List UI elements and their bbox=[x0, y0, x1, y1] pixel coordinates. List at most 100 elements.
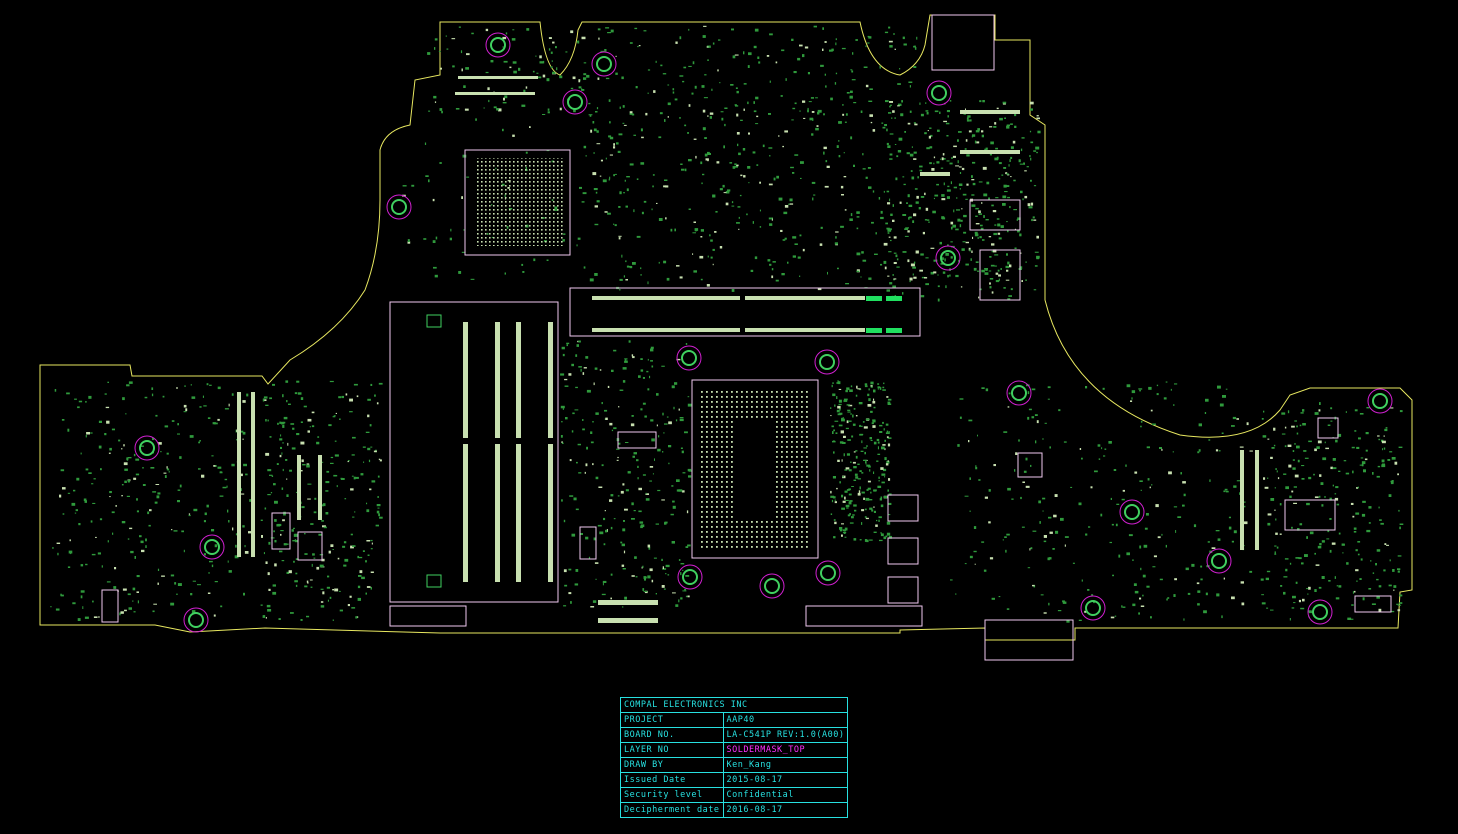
smd-pad bbox=[451, 38, 456, 40]
smd-pad bbox=[1035, 146, 1040, 150]
smd-pad bbox=[366, 540, 371, 542]
smd-pad bbox=[224, 408, 229, 410]
smd-pad bbox=[1308, 440, 1312, 443]
smd-pad bbox=[836, 145, 839, 148]
smd-pad bbox=[286, 571, 289, 574]
smd-pad bbox=[330, 544, 334, 547]
smd-pad bbox=[427, 52, 431, 55]
smd-pad bbox=[610, 573, 613, 576]
smd-pad bbox=[1168, 471, 1172, 475]
smd-pad bbox=[667, 84, 670, 86]
smd-pad bbox=[1376, 475, 1380, 478]
smd-pad bbox=[155, 414, 158, 417]
smd-pad bbox=[980, 224, 983, 227]
smd-pad bbox=[559, 107, 562, 111]
smd-pad bbox=[95, 536, 97, 538]
smd-pad bbox=[847, 411, 851, 413]
smd-pad bbox=[611, 369, 614, 372]
smd-pad bbox=[856, 385, 858, 389]
smd-pad bbox=[569, 495, 574, 497]
smd-pad bbox=[902, 176, 905, 178]
smd-pad bbox=[1224, 488, 1228, 491]
smd-pad bbox=[655, 523, 659, 525]
smd-pad bbox=[932, 210, 936, 214]
smd-pad bbox=[1318, 495, 1321, 498]
row-value: Confidential bbox=[722, 787, 849, 803]
smd-pad bbox=[555, 46, 557, 49]
smd-pad bbox=[301, 506, 305, 509]
smd-pad bbox=[295, 558, 299, 560]
smd-pad bbox=[1022, 198, 1024, 201]
smd-pad bbox=[1353, 527, 1357, 530]
smd-pad bbox=[269, 474, 273, 476]
smd-pad bbox=[844, 121, 847, 123]
smd-pad bbox=[1383, 435, 1385, 437]
smd-pad bbox=[989, 286, 992, 289]
smd-pad bbox=[513, 70, 517, 74]
smd-pad bbox=[833, 429, 835, 432]
smd-pad bbox=[441, 110, 443, 114]
smd-pad bbox=[1030, 464, 1032, 467]
smd-pad bbox=[274, 540, 277, 543]
smd-pad bbox=[641, 566, 643, 569]
smd-pad bbox=[1005, 265, 1009, 269]
smd-pad bbox=[692, 253, 694, 255]
smd-pad bbox=[349, 595, 352, 598]
smd-pad bbox=[625, 205, 628, 208]
smd-pad bbox=[937, 129, 940, 132]
smd-pad bbox=[1328, 580, 1331, 582]
smd-pad bbox=[602, 582, 604, 586]
smd-pad bbox=[1265, 577, 1269, 581]
smd-pad bbox=[260, 604, 263, 606]
smd-pad bbox=[899, 68, 901, 70]
smd-pad bbox=[925, 207, 929, 211]
smd-pad bbox=[844, 496, 846, 500]
smd-pad bbox=[950, 181, 952, 185]
smd-pad bbox=[1139, 545, 1142, 549]
smd-pad bbox=[819, 243, 823, 246]
smd-pad bbox=[351, 475, 354, 477]
smd-pad bbox=[1100, 513, 1103, 517]
smd-pad bbox=[885, 463, 889, 466]
smd-pad bbox=[585, 155, 587, 157]
smd-pad bbox=[1390, 480, 1393, 483]
smd-pad bbox=[769, 155, 771, 157]
smd-pad bbox=[958, 166, 962, 168]
smd-pad bbox=[300, 470, 303, 472]
smd-pad bbox=[685, 575, 690, 577]
smd-pad bbox=[929, 162, 932, 165]
smd-pad bbox=[145, 545, 147, 548]
smd-pad bbox=[955, 165, 959, 167]
smd-pad bbox=[844, 209, 847, 211]
smd-pad bbox=[1267, 438, 1270, 440]
smd-pad bbox=[1146, 585, 1150, 588]
smd-pad bbox=[1368, 506, 1372, 509]
smd-pad bbox=[561, 441, 563, 443]
smd-pad bbox=[127, 457, 132, 459]
smd-pad bbox=[864, 383, 868, 386]
smd-pad bbox=[90, 432, 93, 434]
smd-pad bbox=[731, 201, 734, 204]
smd-pad bbox=[984, 272, 989, 275]
smd-pad bbox=[633, 510, 636, 512]
smd-pad bbox=[886, 521, 891, 525]
smd-pad bbox=[312, 553, 315, 556]
smd-pad bbox=[855, 415, 858, 417]
smd-pad bbox=[622, 380, 626, 383]
smd-pad bbox=[294, 539, 298, 543]
smd-pad bbox=[133, 611, 136, 613]
smd-pad bbox=[640, 267, 642, 270]
smd-pad bbox=[1284, 445, 1287, 448]
smd-pad bbox=[609, 422, 613, 426]
row-value: Ken_Kang bbox=[722, 757, 849, 773]
smd-pad bbox=[1144, 527, 1148, 530]
smd-pad bbox=[471, 32, 474, 35]
smd-pad bbox=[311, 411, 315, 414]
smd-pad bbox=[378, 458, 381, 460]
smd-pad bbox=[640, 128, 643, 132]
smd-pad bbox=[604, 510, 606, 512]
smd-pad bbox=[622, 568, 626, 570]
smd-pad bbox=[981, 134, 984, 138]
smd-pad bbox=[618, 206, 621, 208]
smd-pad bbox=[946, 135, 949, 137]
